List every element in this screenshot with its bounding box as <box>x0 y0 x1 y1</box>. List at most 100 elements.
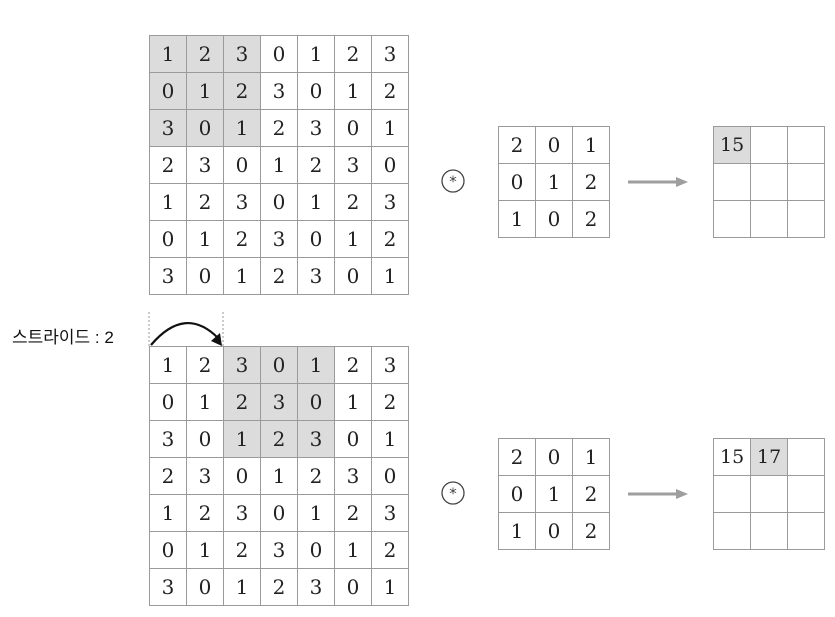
input-cell: 3 <box>150 110 187 147</box>
output-cell <box>751 476 788 513</box>
filter-cell: 2 <box>499 127 536 164</box>
input-cell: 1 <box>298 495 335 532</box>
output-cell <box>751 164 788 201</box>
input-cell: 2 <box>150 147 187 184</box>
output-cell <box>788 439 825 476</box>
input-cell: 2 <box>372 532 409 569</box>
filter-cell: 0 <box>536 439 573 476</box>
filter-cell: 1 <box>573 439 610 476</box>
input-cell: 0 <box>150 73 187 110</box>
input-cell: 3 <box>150 258 187 295</box>
input-cell: 0 <box>150 221 187 258</box>
filter-cell: 0 <box>499 164 536 201</box>
filter-cell: 1 <box>499 201 536 238</box>
input-cell: 2 <box>261 110 298 147</box>
input-cell: 3 <box>224 184 261 221</box>
bottom-arrow-icon <box>628 489 688 499</box>
input-cell: 1 <box>372 569 409 606</box>
convolution-operator-icon: * <box>440 480 466 506</box>
input-cell: 0 <box>298 221 335 258</box>
output-cell <box>788 476 825 513</box>
input-cell: 3 <box>298 258 335 295</box>
output-cell <box>751 127 788 164</box>
input-cell: 1 <box>335 384 372 421</box>
input-cell: 3 <box>298 421 335 458</box>
input-cell: 1 <box>150 184 187 221</box>
output-cell: 15 <box>714 439 751 476</box>
input-cell: 2 <box>187 36 224 73</box>
input-cell: 0 <box>187 258 224 295</box>
filter-cell: 2 <box>499 439 536 476</box>
output-cell <box>714 164 751 201</box>
input-cell: 0 <box>335 258 372 295</box>
input-cell: 2 <box>372 384 409 421</box>
input-cell: 1 <box>150 495 187 532</box>
input-cell: 2 <box>224 532 261 569</box>
input-cell: 0 <box>335 421 372 458</box>
input-cell: 0 <box>372 458 409 495</box>
input-cell: 2 <box>224 384 261 421</box>
input-cell: 0 <box>372 147 409 184</box>
svg-text:*: * <box>449 173 457 191</box>
input-cell: 3 <box>372 347 409 384</box>
input-cell: 2 <box>335 36 372 73</box>
filter-cell: 1 <box>536 164 573 201</box>
input-cell: 0 <box>298 532 335 569</box>
filter-cell: 2 <box>573 513 610 550</box>
input-cell: 0 <box>224 147 261 184</box>
output-cell <box>751 201 788 238</box>
filter-cell: 0 <box>499 476 536 513</box>
input-cell: 2 <box>224 221 261 258</box>
input-cell: 1 <box>335 73 372 110</box>
input-cell: 2 <box>150 458 187 495</box>
input-cell: 3 <box>298 110 335 147</box>
filter-cell: 0 <box>536 201 573 238</box>
output-cell <box>788 127 825 164</box>
input-cell: 0 <box>261 347 298 384</box>
output-cell <box>788 513 825 550</box>
input-cell: 2 <box>372 221 409 258</box>
output-cell: 17 <box>751 439 788 476</box>
filter-cell: 1 <box>536 476 573 513</box>
input-cell: 2 <box>261 569 298 606</box>
input-cell: 3 <box>187 147 224 184</box>
input-cell: 0 <box>335 110 372 147</box>
output-cell: 15 <box>714 127 751 164</box>
input-cell: 1 <box>261 458 298 495</box>
input-cell: 3 <box>224 495 261 532</box>
output-cell <box>788 164 825 201</box>
top-arrow-icon <box>628 177 688 187</box>
filter-cell: 1 <box>499 513 536 550</box>
input-cell: 2 <box>298 147 335 184</box>
input-cell: 1 <box>261 147 298 184</box>
input-cell: 0 <box>298 384 335 421</box>
filter-cell: 0 <box>536 127 573 164</box>
input-cell: 3 <box>261 221 298 258</box>
input-cell: 3 <box>150 569 187 606</box>
input-cell: 3 <box>261 532 298 569</box>
input-cell: 3 <box>150 421 187 458</box>
filter-cell: 2 <box>573 164 610 201</box>
input-cell: 1 <box>187 221 224 258</box>
input-cell: 3 <box>187 458 224 495</box>
input-cell: 1 <box>224 569 261 606</box>
input-cell: 1 <box>298 36 335 73</box>
input-cell: 1 <box>187 73 224 110</box>
input-cell: 0 <box>298 73 335 110</box>
input-cell: 3 <box>372 184 409 221</box>
input-cell: 1 <box>372 421 409 458</box>
input-cell: 3 <box>372 495 409 532</box>
input-cell: 3 <box>335 458 372 495</box>
input-cell: 0 <box>187 421 224 458</box>
input-cell: 2 <box>261 421 298 458</box>
input-cell: 3 <box>372 36 409 73</box>
input-cell: 2 <box>335 184 372 221</box>
input-cell: 3 <box>224 347 261 384</box>
input-cell: 2 <box>187 184 224 221</box>
output-cell <box>714 513 751 550</box>
input-cell: 2 <box>372 73 409 110</box>
